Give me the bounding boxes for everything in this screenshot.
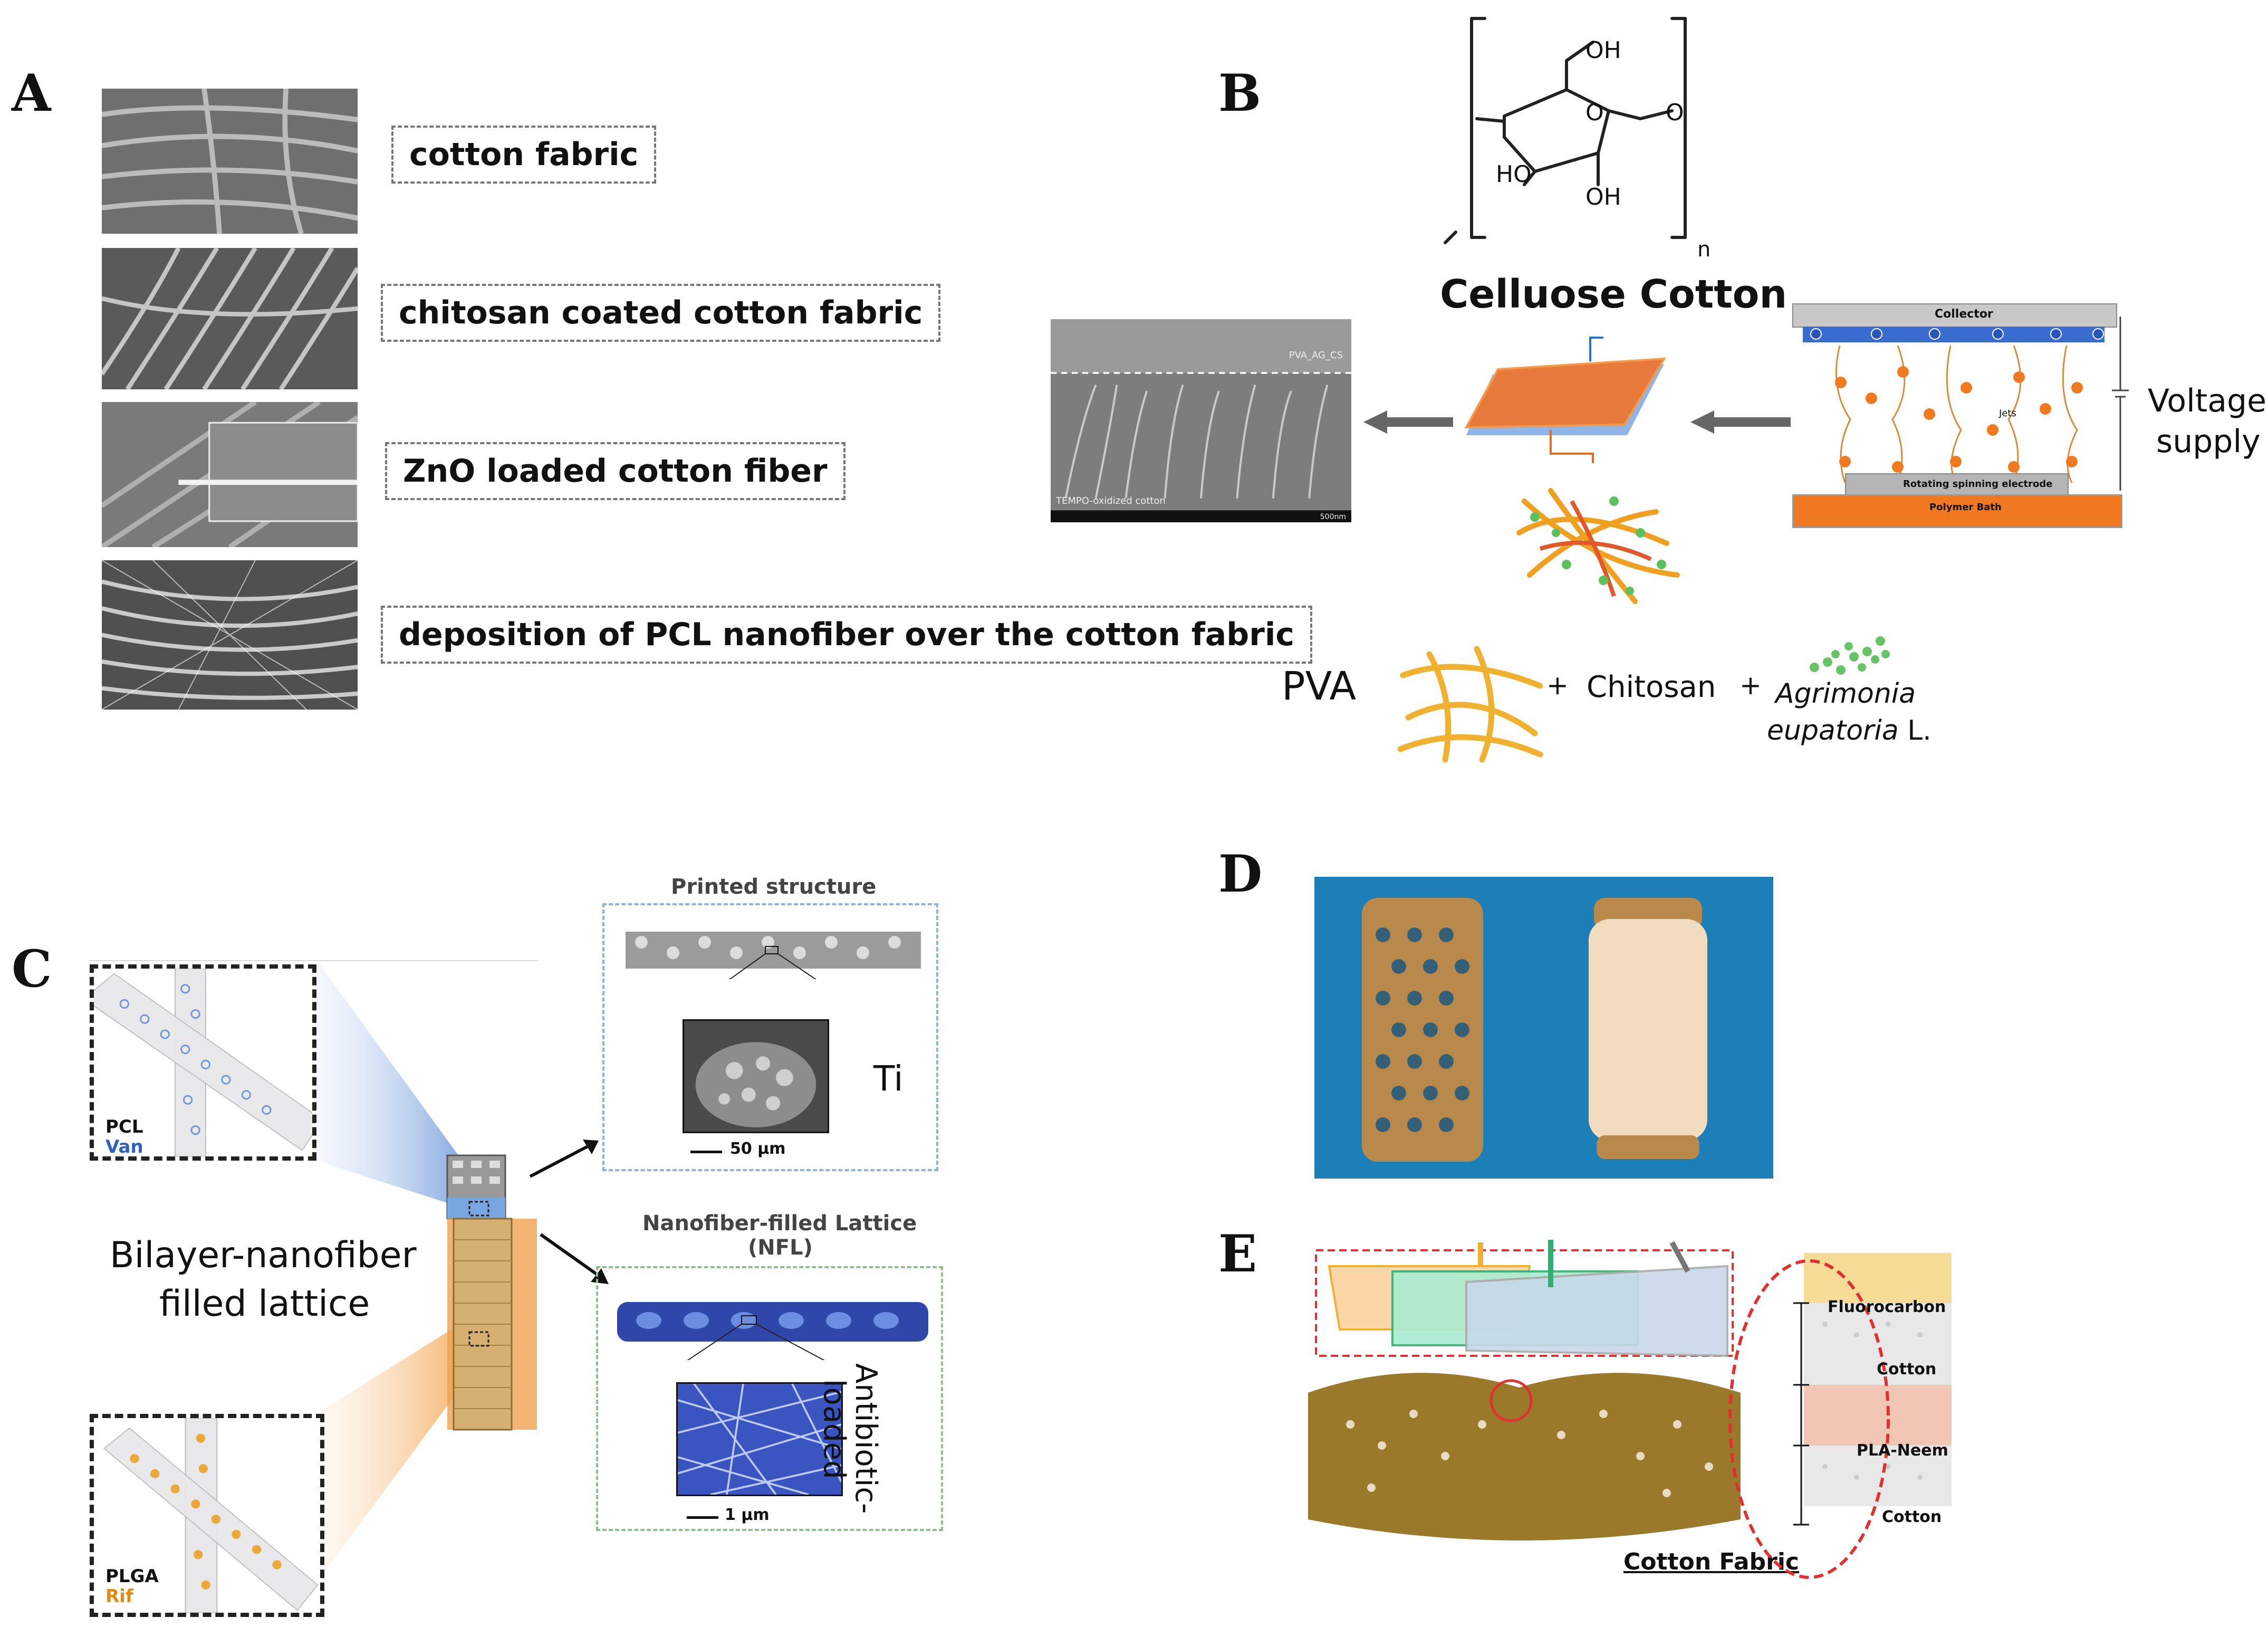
cellulose-oh-bottom: OH	[1585, 184, 1621, 210]
plus-2: +	[1740, 670, 1762, 701]
lattice-cylinder	[446, 1154, 537, 1431]
eupatoria-italic: eupatoria	[1767, 715, 1899, 746]
collector-label: Collector	[1935, 308, 1993, 321]
pva-fibers-icon	[1398, 646, 1543, 763]
label-pcl-nanofiber: deposition of PCL nanofiber over the cot…	[381, 606, 1312, 664]
jets-label: Jets	[1999, 408, 2016, 419]
collector-bar	[1792, 303, 2117, 328]
printed-lattice-image	[626, 932, 921, 979]
label-cotton-fabric: cotton fabric	[391, 126, 657, 184]
bilayer-label-2: filled lattice	[159, 1283, 370, 1325]
arrow-to-printed	[529, 1140, 599, 1178]
nfl-panel: Antibiotic- loaded 1 μm	[596, 1266, 943, 1531]
eupatoria-line: eupatoria L.	[1767, 715, 1931, 746]
printed-structure-title: Printed structure	[671, 875, 877, 899]
scale-label-bottom: 1 μm	[725, 1506, 770, 1524]
electrode-label: Rotating spinning electrode	[1903, 478, 2053, 490]
arrow-left-1	[1363, 410, 1453, 434]
nfl-title-1: Nanofiber-filled Lattice	[642, 1211, 917, 1236]
cellulose-structure	[1444, 17, 1687, 244]
pcl-label: PCL	[105, 1116, 143, 1137]
voltage-wire	[2112, 317, 2129, 491]
sem-image-pcl-nanofiber	[102, 560, 358, 710]
layer-label-pla-neem: PLA-Neem	[1857, 1441, 1948, 1460]
arrow-to-nfl	[540, 1233, 609, 1284]
panel-label-c: C	[12, 939, 52, 999]
ti-sem-image	[683, 1019, 829, 1133]
sem-image-chitosan-coated	[102, 248, 358, 389]
antibiotic-label-2: loaded	[817, 1379, 851, 1479]
chitosan-label: Chitosan	[1587, 670, 1716, 704]
polymer-bath	[1792, 494, 2122, 528]
label-zno-loaded: ZnO loaded cotton fiber	[385, 442, 845, 500]
nfl-lattice-image	[617, 1302, 928, 1360]
cellulose-ho-left: HO	[1496, 161, 1532, 188]
sem-image-zno-loaded	[102, 402, 358, 547]
plus-1: +	[1546, 670, 1569, 701]
bath-label: Polymer Bath	[1929, 502, 2002, 513]
sem-label-bottom-text: TEMPO-oxidized cotton	[1056, 495, 1166, 506]
scale-bar-bottom	[687, 1516, 718, 1519]
antibiotic-label-1: Antibiotic-	[849, 1363, 883, 1514]
scale-bar-top	[690, 1151, 722, 1153]
layer-label-cotton-bottom: Cotton	[1882, 1508, 1942, 1526]
mask-fabric-caption: Cotton Fabric	[1623, 1548, 1799, 1575]
voltage-label: Voltage	[2148, 382, 2267, 419]
implant-photo	[1314, 877, 1773, 1179]
agrimonia-dots-icon	[1810, 636, 1890, 675]
inset-pcl-van: PCL Van	[90, 964, 316, 1161]
membrane-sheet	[1464, 337, 1666, 463]
cellulose-n-subscript: n	[1697, 237, 1711, 262]
sem-scale: 500nm	[1320, 513, 1346, 521]
cellulose-title: Celluose Cotton	[1440, 272, 1788, 317]
nfl-title-2: (NFL)	[748, 1236, 813, 1260]
layer-zoom-ellipse	[1728, 1253, 1952, 1579]
van-label: Van	[105, 1136, 143, 1157]
layer-label-cotton-top: Cotton	[1877, 1360, 1937, 1379]
printed-structure-panel: Ti 50 μm	[602, 903, 938, 1171]
eupatoria-rest: L.	[1898, 715, 1931, 746]
rif-label: Rif	[105, 1586, 133, 1607]
cellulose-bridge-oxygen: O	[1666, 99, 1684, 126]
fiber-cluster	[1516, 488, 1680, 604]
inset-plga-rif: PLGA Rif	[90, 1414, 324, 1617]
panel-label-a: A	[12, 63, 51, 123]
panel-label-d: D	[1218, 844, 1263, 904]
sem-image-cotton-fabric	[102, 89, 358, 234]
supply-label: supply	[2156, 423, 2261, 460]
nanofiber-sem-image	[676, 1382, 843, 1496]
layer-label-fluorocarbon: Fluorocarbon	[1828, 1298, 1946, 1316]
sem-cross-section: PVA_AG_CS TEMPO-oxidized cotton 500nm	[1051, 319, 1351, 522]
ti-label: Ti	[873, 1058, 904, 1099]
bilayer-label-1: Bilayer-nanofiber	[110, 1234, 417, 1276]
cellulose-ring-oxygen: O	[1585, 99, 1604, 126]
agrimonia-label: Agrimonia	[1775, 678, 1916, 710]
arrow-left-2	[1690, 410, 1791, 434]
panel-label-b: B	[1218, 63, 1262, 123]
label-chitosan-coated: chitosan coated cotton fabric	[381, 284, 941, 342]
pva-label: PVA	[1282, 664, 1357, 709]
plga-label: PLGA	[105, 1566, 159, 1587]
scale-label-top: 50 μm	[730, 1140, 786, 1158]
electrospinning-setup: Collector Jets Rotating spinning electro…	[1792, 303, 2130, 551]
panel-label-e: E	[1218, 1224, 1257, 1284]
cellulose-oh-top: OH	[1585, 37, 1621, 64]
sem-label-top: PVA_AG_CS	[1289, 350, 1343, 361]
mask-illustration	[1308, 1240, 1741, 1540]
